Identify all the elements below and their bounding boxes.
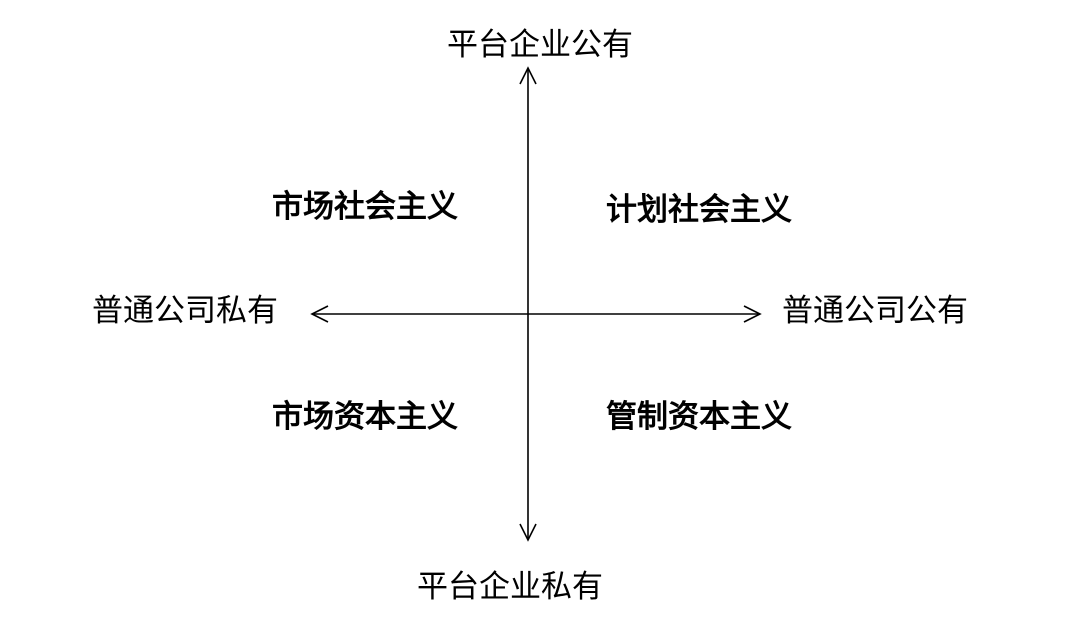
arrow-down-icon — [519, 523, 537, 542]
arrow-up-icon — [519, 66, 537, 85]
arrow-right-icon — [743, 305, 762, 323]
axis-label-top: 平台企业公有 — [447, 27, 633, 63]
axis-label-bottom: 平台企业私有 — [417, 569, 603, 605]
quadrant-label-bottom-right: 管制资本主义 — [606, 399, 792, 435]
quadrant-label-top-right: 计划社会主义 — [606, 192, 792, 228]
axis-label-left: 普通公司私有 — [92, 293, 278, 329]
quadrant-label-top-left: 市场社会主义 — [272, 189, 458, 225]
arrow-left-icon — [310, 305, 329, 323]
axis-label-right: 普通公司公有 — [782, 293, 968, 329]
quadrant-label-bottom-left: 市场资本主义 — [272, 399, 458, 435]
